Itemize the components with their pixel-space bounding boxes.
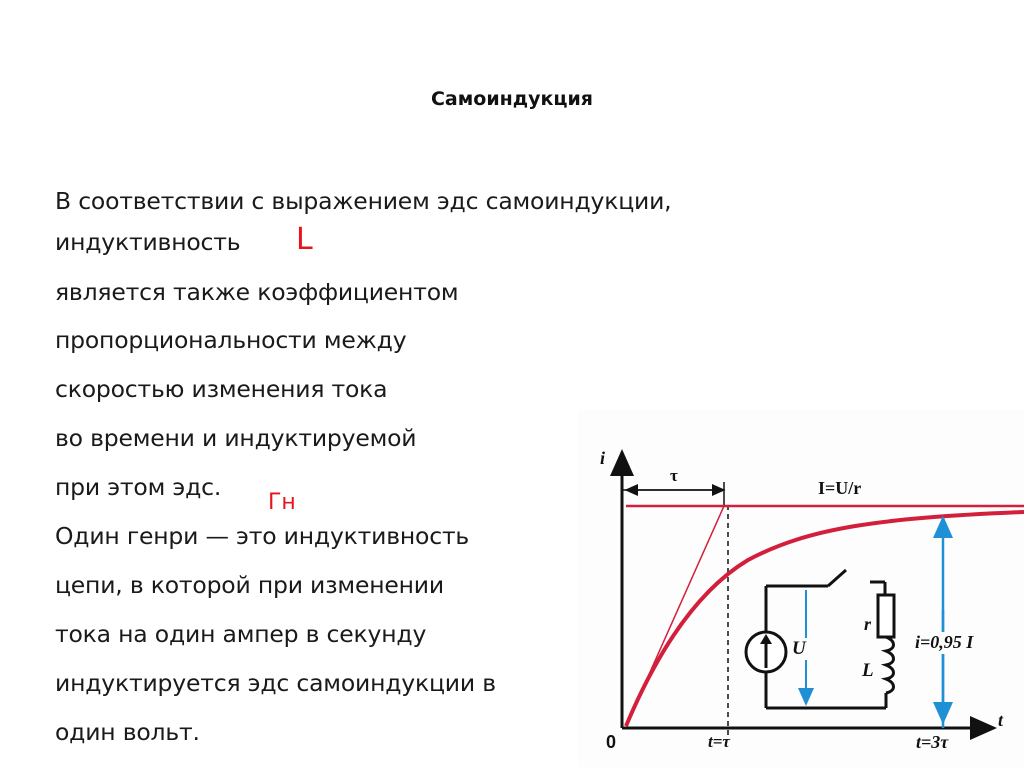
rl-circuit [744,568,896,710]
t-tau-label: t=τ [708,732,730,751]
paragraph-line-2: индуктивность [55,228,241,256]
paragraph-line-6: во времени и индуктируемой [55,424,417,452]
source-label: U [792,638,806,659]
paragraph-line-9: цепи, в которой при изменении [55,571,444,599]
resistor-label: r [864,614,872,634]
tau-label: τ [670,466,678,485]
steady-state-label: I=U/r [818,478,862,498]
handwritten-henry: Гн [268,490,296,515]
slide-title: Самоиндукция [430,88,593,110]
paragraph-line-11: индуктируется эдс самоиндукции в [55,669,496,697]
x-axis-label: t [998,710,1004,730]
inductor-label: L [862,660,874,681]
rl-transient-figure: i τ I=U/r U r L i=0,95 I t 0 t=τ t=3τ [578,410,1024,767]
paragraph-line-3: является также коэффициентом [55,278,459,306]
paragraph-line-4: пропорциональности между [55,326,407,354]
paragraph-line-5: скоростью изменения тока [55,375,388,403]
paragraph-line-1: В соответствии с выражением эдс самоинду… [55,187,672,215]
current-095-label: i=0,95 I [915,632,974,652]
paragraph-line-10: тока на один ампер в секунду [55,620,427,648]
paragraph-line-8: Один генри — это индуктивность [55,522,470,550]
t-3tau-label: t=3τ [916,732,949,752]
origin-label: 0 [606,732,617,752]
paragraph-line-12: один вольт. [55,718,200,746]
handwritten-L: L [296,222,313,257]
paragraph-line-7: при этом эдс. [55,473,222,501]
rl-graph [610,449,1024,740]
y-axis-label: i [600,448,606,468]
current-curve [624,510,1024,727]
